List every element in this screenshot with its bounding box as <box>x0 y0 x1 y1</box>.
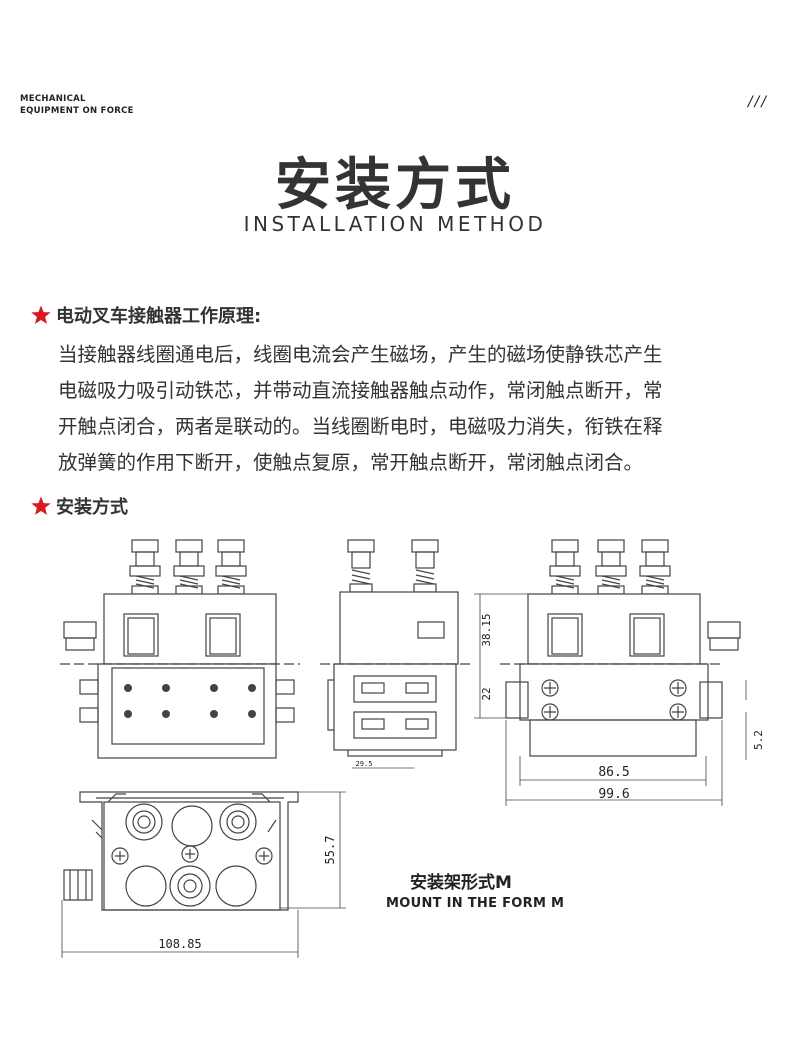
brand-label: MECHANICAL EQUIPMENT ON FORCE <box>20 93 134 117</box>
mount-caption-cn: 安装架形式M <box>410 873 512 893</box>
star-icon <box>31 305 51 324</box>
decor-slashes: /// <box>747 94 768 110</box>
dim-label: 5.2 <box>752 730 765 750</box>
section-heading-principle: 电动叉车接触器工作原理: <box>30 302 261 328</box>
dim-label: 22 <box>480 687 493 700</box>
dim-label: 108.85 <box>158 937 201 951</box>
technical-drawing: 38.15 22 5.2 86.5 99.6 29.5 55.7 108.85 <box>60 539 765 958</box>
brand-line-1: MECHANICAL <box>20 94 86 104</box>
section-heading-text: 安装方式 <box>56 497 128 518</box>
paragraph-line: 当接触器线圈通电后，线圈电流会产生磁场，产生的磁场使静铁芯产生 <box>58 343 663 366</box>
mount-caption-en: MOUNT IN THE FORM M <box>386 896 565 911</box>
front-view-drawing <box>60 539 300 759</box>
side-view-drawing <box>320 539 470 769</box>
star-icon <box>31 496 51 515</box>
dim-label: 38.15 <box>480 613 493 646</box>
principle-paragraph: 当接触器线圈通电后，线圈电流会产生磁场，产生的磁场使静铁芯产生 电磁吸力吸引动铁… <box>58 337 758 481</box>
section-heading-text: 电动叉车接触器工作原理: <box>56 306 262 327</box>
back-view-drawing <box>474 539 747 806</box>
brand-line-2: EQUIPMENT ON FORCE <box>20 106 134 116</box>
paragraph-line: 放弹簧的作用下断开，使触点复原，常开触点断开，常闭触点闭合。 <box>58 451 644 474</box>
page-title: 安装方式 <box>275 153 515 218</box>
dim-label: 55.7 <box>323 836 337 865</box>
page-subtitle: INSTALLATION METHOD <box>243 212 547 236</box>
paragraph-line: 电磁吸力吸引动铁芯，并带动直流接触器触点动作，常闭触点断开，常 <box>58 379 663 402</box>
section-heading-install: 安装方式 <box>30 493 128 519</box>
dim-label: 86.5 <box>598 765 629 780</box>
top-view-drawing <box>61 791 346 958</box>
paragraph-line: 开触点闭合，两者是联动的。当线圈断电时，电磁吸力消失，衔铁在释 <box>58 415 663 438</box>
dim-label: 99.6 <box>598 787 629 802</box>
dim-label: 29.5 <box>356 760 373 768</box>
